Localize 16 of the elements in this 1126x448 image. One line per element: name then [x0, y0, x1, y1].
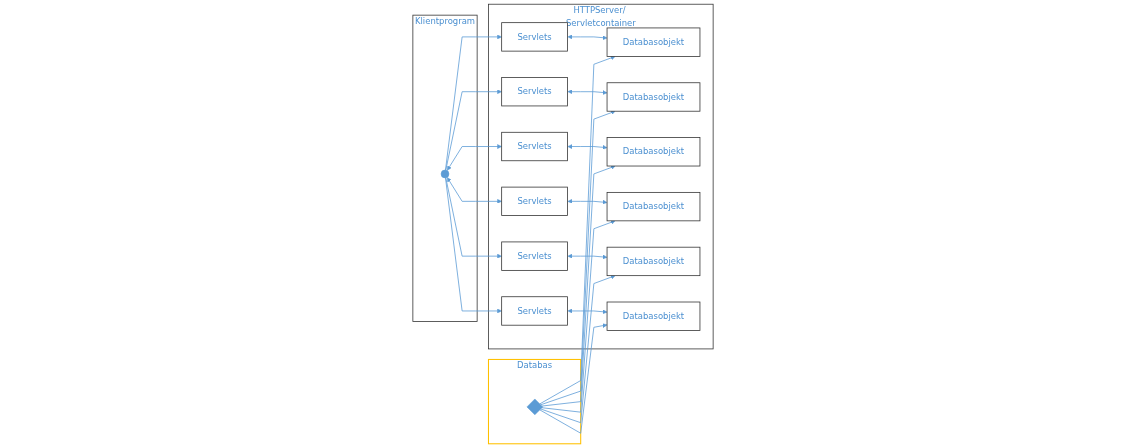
node-box: Databasobjekt — [606, 301, 701, 331]
node-box: Databasobjekt — [606, 137, 701, 167]
node-box: Servlets — [501, 77, 568, 107]
node-box: Servlets — [501, 186, 568, 216]
cluster: Databas — [487, 358, 582, 445]
node-box: Databasobjekt — [606, 192, 701, 222]
node-box: Databasobjekt — [606, 27, 701, 57]
node-box: Servlets — [501, 241, 568, 271]
node-box: Servlets — [501, 131, 568, 162]
cluster: Klientprogram — [412, 14, 478, 322]
node-box: Databasobjekt — [606, 82, 701, 112]
node-box: Servlets — [501, 296, 568, 326]
node-circle — [440, 169, 450, 179]
node-box: Servlets — [501, 22, 568, 52]
node-diamond — [526, 398, 544, 416]
node-box: Databasobjekt — [606, 246, 701, 277]
